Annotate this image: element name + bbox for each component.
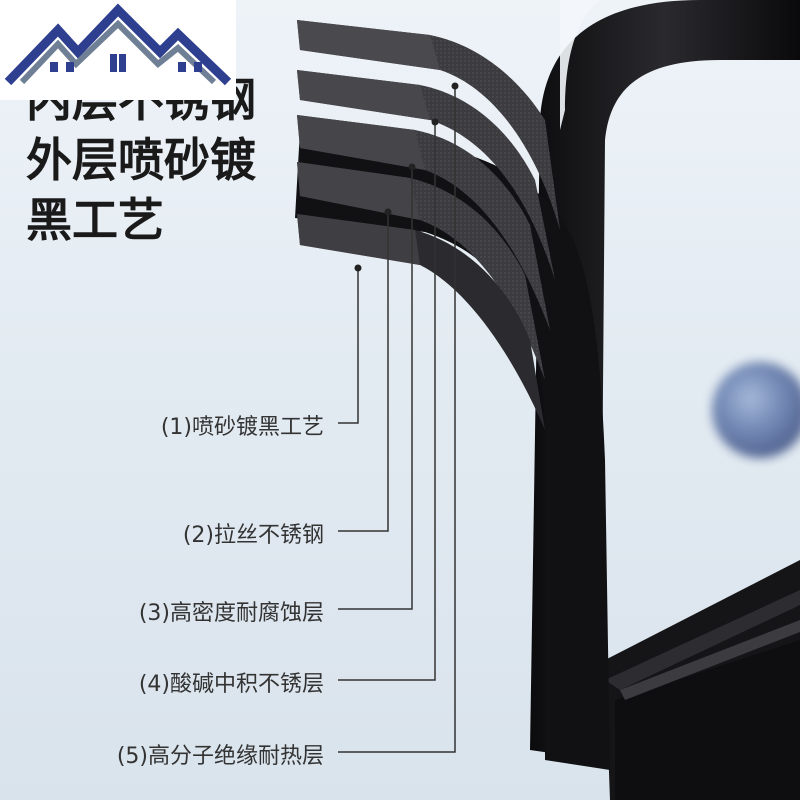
leader-dot-4 bbox=[431, 118, 439, 126]
layer-1-label: (1)喷砂镀黑工艺 bbox=[160, 415, 324, 440]
house-roof-logo-icon bbox=[0, 0, 236, 100]
headline-line-2: 外层喷砂镀 bbox=[26, 133, 256, 187]
layer-2-label: (2)拉丝不锈钢 bbox=[182, 523, 324, 548]
layer-stack bbox=[295, 20, 610, 770]
blurred-sphere-decoration bbox=[712, 362, 800, 458]
leader-line-4 bbox=[338, 122, 436, 681]
layer-4-label: (4)酸碱中积不锈层 bbox=[138, 672, 324, 697]
leader-dot-3 bbox=[408, 163, 416, 171]
leader-line-1 bbox=[338, 268, 359, 424]
leader-dots bbox=[354, 82, 459, 272]
leader-dot-5 bbox=[451, 82, 459, 90]
layer-5-sheet bbox=[297, 20, 560, 230]
headline-line-3: 黑工艺 bbox=[26, 193, 164, 247]
layer-4-sheet bbox=[297, 70, 555, 280]
leader-line-2 bbox=[338, 212, 389, 532]
leader-dot-2 bbox=[384, 208, 392, 216]
leader-line-5 bbox=[338, 86, 456, 753]
layer-5-label: (5)高分子绝缘耐热层 bbox=[116, 744, 324, 769]
layer-3-label: (3)高密度耐腐蚀层 bbox=[138, 601, 324, 626]
leader-lines bbox=[338, 86, 456, 753]
leader-dot-1 bbox=[354, 264, 362, 272]
layer-3-sheet bbox=[297, 115, 550, 330]
leader-line-3 bbox=[338, 167, 413, 610]
